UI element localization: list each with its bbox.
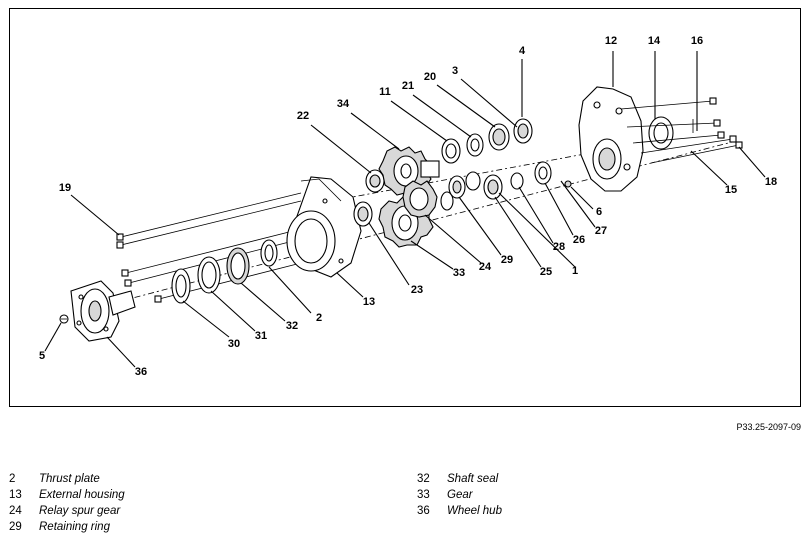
legend-row: 29 Retaining ring <box>9 519 125 535</box>
leader-line-13 <box>336 272 364 298</box>
leader-line-33 <box>410 240 454 270</box>
figure-reference: P33.25-2097-09 <box>736 422 801 432</box>
legend-number: 2 <box>9 473 16 485</box>
bearing-22 <box>365 169 385 193</box>
exploded-view-drawing: 1234561112131415161819202122232425262728… <box>39 35 777 378</box>
legend-number: 33 <box>417 489 430 501</box>
callout-19: 19 <box>59 182 71 194</box>
callout-33: 33 <box>453 267 465 279</box>
leader-line-30 <box>182 300 230 338</box>
callout-3: 3 <box>452 65 458 77</box>
legend-left-column: 2 Thrust plate 13 External housing 24 Relay s… <box>9 471 125 535</box>
legend-label: Shaft seal <box>447 473 499 485</box>
leader-line-22 <box>310 124 372 174</box>
callout-21: 21 <box>402 80 414 92</box>
callout-23: 23 <box>411 284 423 296</box>
screw-5 <box>59 314 69 324</box>
legend-right-column: 32 Shaft seal 33 Gear 36 Wheel hub <box>417 471 502 519</box>
callout-15: 15 <box>725 184 737 196</box>
leader-line-3 <box>460 78 518 128</box>
legend-number: 32 <box>417 473 430 485</box>
legend-label: External housing <box>39 489 125 501</box>
callout-25: 25 <box>540 266 552 278</box>
leader-line-21 <box>412 94 472 138</box>
callout-12: 12 <box>605 35 617 47</box>
callout-5: 5 <box>39 350 45 362</box>
callout-20: 20 <box>424 71 436 83</box>
legend-label: Relay spur gear <box>39 505 121 517</box>
callout-16: 16 <box>691 35 703 47</box>
leader-line-34 <box>350 112 400 150</box>
callout-14: 14 <box>648 35 661 47</box>
callout-27: 27 <box>595 225 607 237</box>
leader-line-36 <box>106 336 136 368</box>
legend-row: 24 Relay spur gear <box>9 503 125 519</box>
leader-line-24 <box>424 214 482 264</box>
leader-line-1 <box>498 192 576 268</box>
legend-row: 36 Wheel hub <box>417 503 502 519</box>
callout-4: 4 <box>519 45 526 57</box>
leader-line-29 <box>458 196 502 256</box>
leader-line-31 <box>210 290 256 332</box>
callout-28: 28 <box>553 241 565 253</box>
leader-line-2 <box>268 266 312 314</box>
legend-number: 36 <box>417 505 430 517</box>
external-housing-13 <box>286 176 362 278</box>
leader-line-18 <box>738 146 766 178</box>
legend-label: Retaining ring <box>39 521 110 533</box>
callout-30: 30 <box>228 338 240 350</box>
callout-6: 6 <box>596 206 602 218</box>
legend-number: 13 <box>9 489 22 501</box>
callout-26: 26 <box>573 234 585 246</box>
leader-line-27 <box>560 180 596 228</box>
bearing-23 <box>353 201 373 227</box>
callout-13: 13 <box>363 296 375 308</box>
legend-number: 29 <box>9 521 22 533</box>
callout-24: 24 <box>479 261 492 273</box>
leader-line-6 <box>570 186 594 210</box>
leader-line-32 <box>240 282 286 322</box>
legend-label: Wheel hub <box>447 505 502 517</box>
ring-set-30-31-32-2 <box>171 239 278 304</box>
leader-line-26 <box>544 182 574 236</box>
callout-22: 22 <box>297 110 309 122</box>
callout-31: 31 <box>255 330 267 342</box>
callout-29: 29 <box>501 254 513 266</box>
axis-line <box>330 150 602 202</box>
leader-line-5 <box>44 322 62 352</box>
relay-spur-gear-24 <box>402 180 438 218</box>
leader-line-20 <box>436 84 496 128</box>
legend-row: 2 Thrust plate <box>9 471 125 487</box>
callout-2: 2 <box>316 312 322 324</box>
callout-36: 36 <box>135 366 147 378</box>
legend-number: 24 <box>9 505 22 517</box>
leader-line-28 <box>518 186 554 244</box>
callout-32: 32 <box>286 320 298 332</box>
bearing-set-11-21-20-3-4 <box>441 118 533 164</box>
legend-row: 33 Gear <box>417 487 502 503</box>
callout-11: 11 <box>379 86 391 98</box>
legend-row: 32 Shaft seal <box>417 471 502 487</box>
leader-line-23 <box>368 222 410 286</box>
legend-label: Gear <box>447 489 473 501</box>
sleeve-14 <box>648 116 674 150</box>
housing-cover-12 <box>578 86 644 192</box>
bolt-set-15-16-18 <box>620 97 743 164</box>
legend-label: Thrust plate <box>39 473 100 485</box>
bearing-set-29-25-1 <box>440 171 503 211</box>
legend-row: 13 External housing <box>9 487 125 503</box>
leader-line-19 <box>70 194 120 236</box>
callout-1: 1 <box>572 265 578 277</box>
leader-line-11 <box>390 100 448 142</box>
wheel-hub-36 <box>70 280 136 342</box>
leader-line-25 <box>494 196 542 268</box>
pin-6 <box>564 180 572 188</box>
leader-line-15 <box>690 150 728 186</box>
ring-set-28-26-27 <box>510 161 552 190</box>
callout-18: 18 <box>765 176 777 188</box>
callout-34: 34 <box>337 98 350 110</box>
